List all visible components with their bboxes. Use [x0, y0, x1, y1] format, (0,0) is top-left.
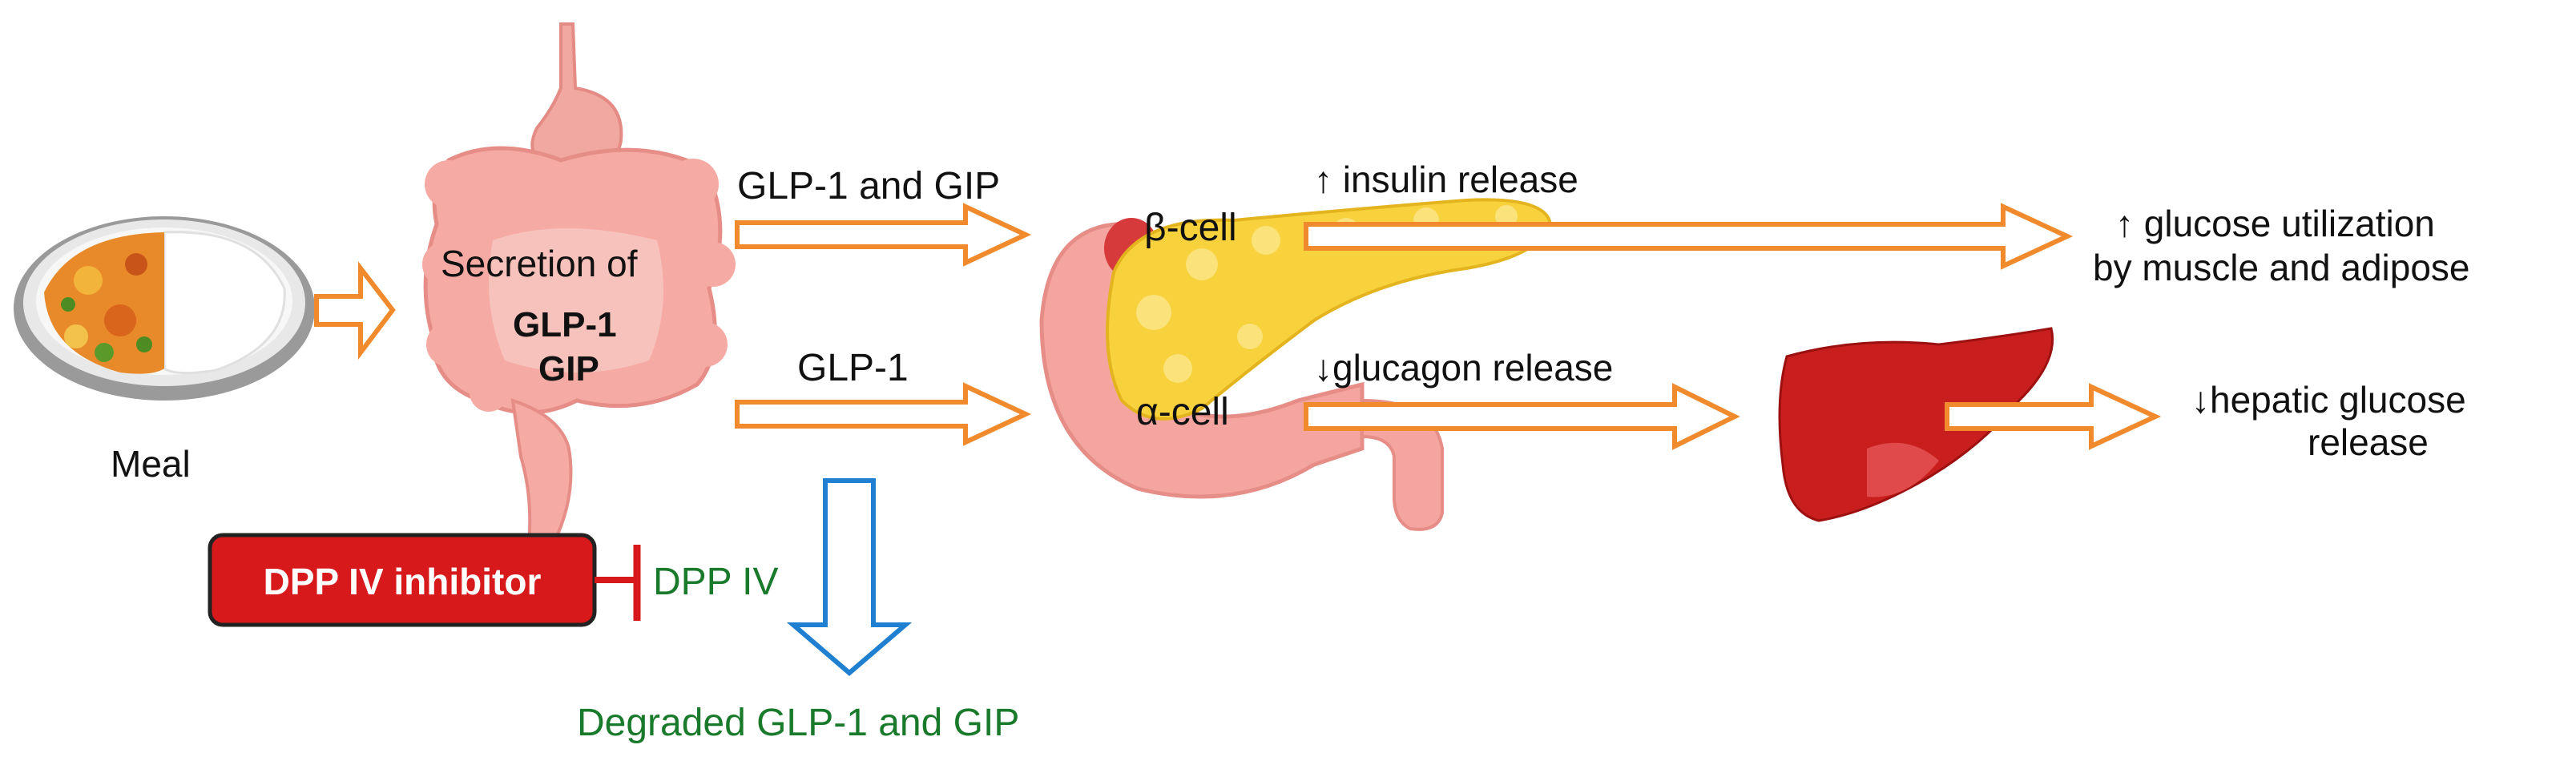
secretion-gip-label: GIP [538, 349, 599, 389]
intestine-illustration [422, 22, 736, 546]
arrow-meal-to-gut [314, 261, 396, 360]
glp1-label: GLP-1 [797, 347, 909, 389]
meal-plate-image [14, 216, 315, 401]
insulin-release-label: ↑ insulin release [1314, 159, 1578, 200]
beta-cell-label: β-cell [1144, 207, 1237, 249]
glucagon-release-label: ↓glucagon release [1314, 347, 1613, 389]
degraded-label: Degraded GLP-1 and GIP [577, 702, 1019, 744]
alpha-cell-label: α-cell [1136, 391, 1229, 433]
muscle-adipose-label: by muscle and adipose [2093, 247, 2470, 288]
hepatic-glucose-label: ↓hepatic glucose [2191, 379, 2466, 421]
secretion-label: Secretion of [441, 243, 638, 284]
liver-illustration [1778, 327, 2054, 522]
arrow-liver-to-hepatic [1945, 383, 2162, 450]
glucose-utilization-label: ↑ glucose utilization [2115, 203, 2435, 244]
hepatic-release-label: release [2308, 421, 2429, 463]
arrow-gut-to-alpha [735, 382, 1032, 446]
arrow-alpha-to-liver [1304, 383, 1740, 450]
arrow-degradation [786, 478, 913, 676]
dpp4-label: DPP IV [653, 561, 779, 603]
glp1-and-gip-label: GLP-1 and GIP [737, 165, 1000, 207]
arrow-gut-to-beta [735, 203, 1032, 267]
secretion-glp1-label: GLP-1 [513, 305, 617, 344]
arrow-beta-to-utilization [1304, 203, 2074, 270]
dpp4-inhibitor-label: DPP IV inhibitor [264, 561, 542, 602]
meal-label: Meal [111, 443, 191, 485]
